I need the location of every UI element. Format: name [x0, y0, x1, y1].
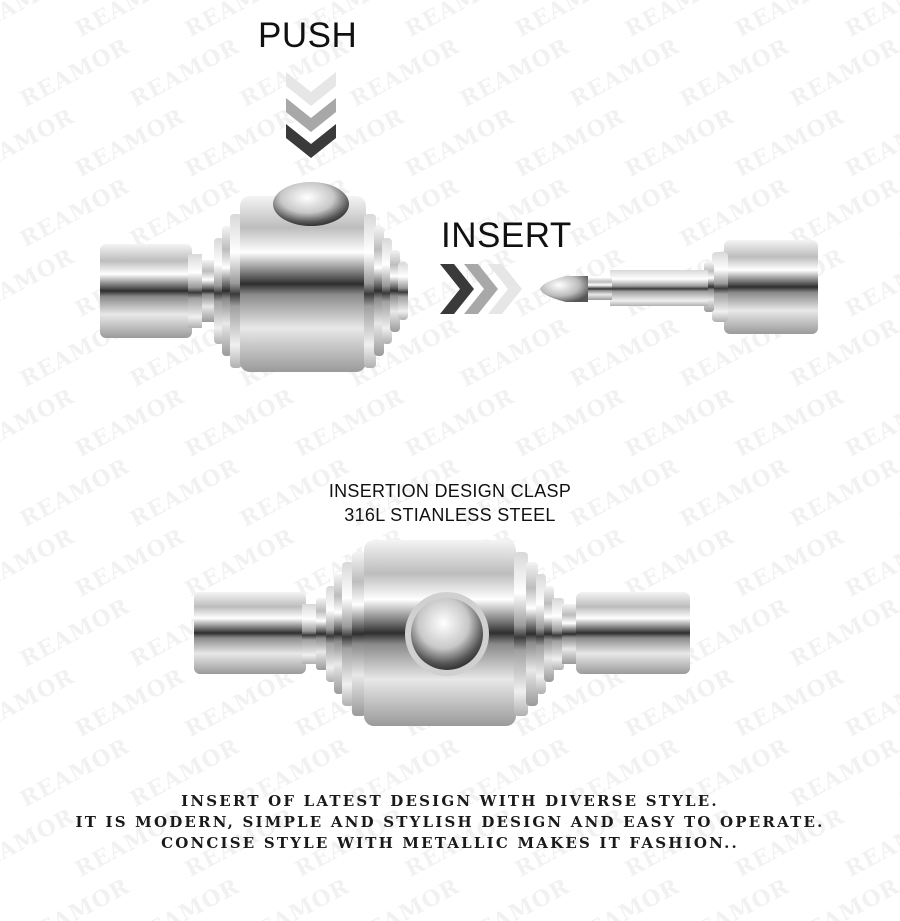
push-label: PUSH: [258, 16, 358, 55]
description-line-3: CONCISE STYLE WITH METALLIC MAKES IT FAS…: [161, 834, 739, 852]
clasp-assembled: [194, 540, 690, 726]
insert-arrow-icon: [440, 264, 522, 314]
description-line-1: INSERT OF LATEST DESIGN WITH DIVERSE STY…: [181, 792, 719, 810]
push-arrow-icon: [286, 72, 336, 158]
caption-title: INSERTION DESIGN CLASP: [328, 481, 572, 501]
clasp-male-part: [540, 240, 818, 334]
caption-material: 316L STIANLESS STEEL: [344, 505, 556, 525]
push-button-icon: [273, 182, 349, 226]
insert-label: INSERT: [441, 216, 572, 255]
push-button-icon: [411, 598, 483, 670]
clasp-female-part: [100, 182, 408, 372]
description-line-2: IT IS MODERN, SIMPLE AND STYLISH DESIGN …: [75, 813, 825, 831]
